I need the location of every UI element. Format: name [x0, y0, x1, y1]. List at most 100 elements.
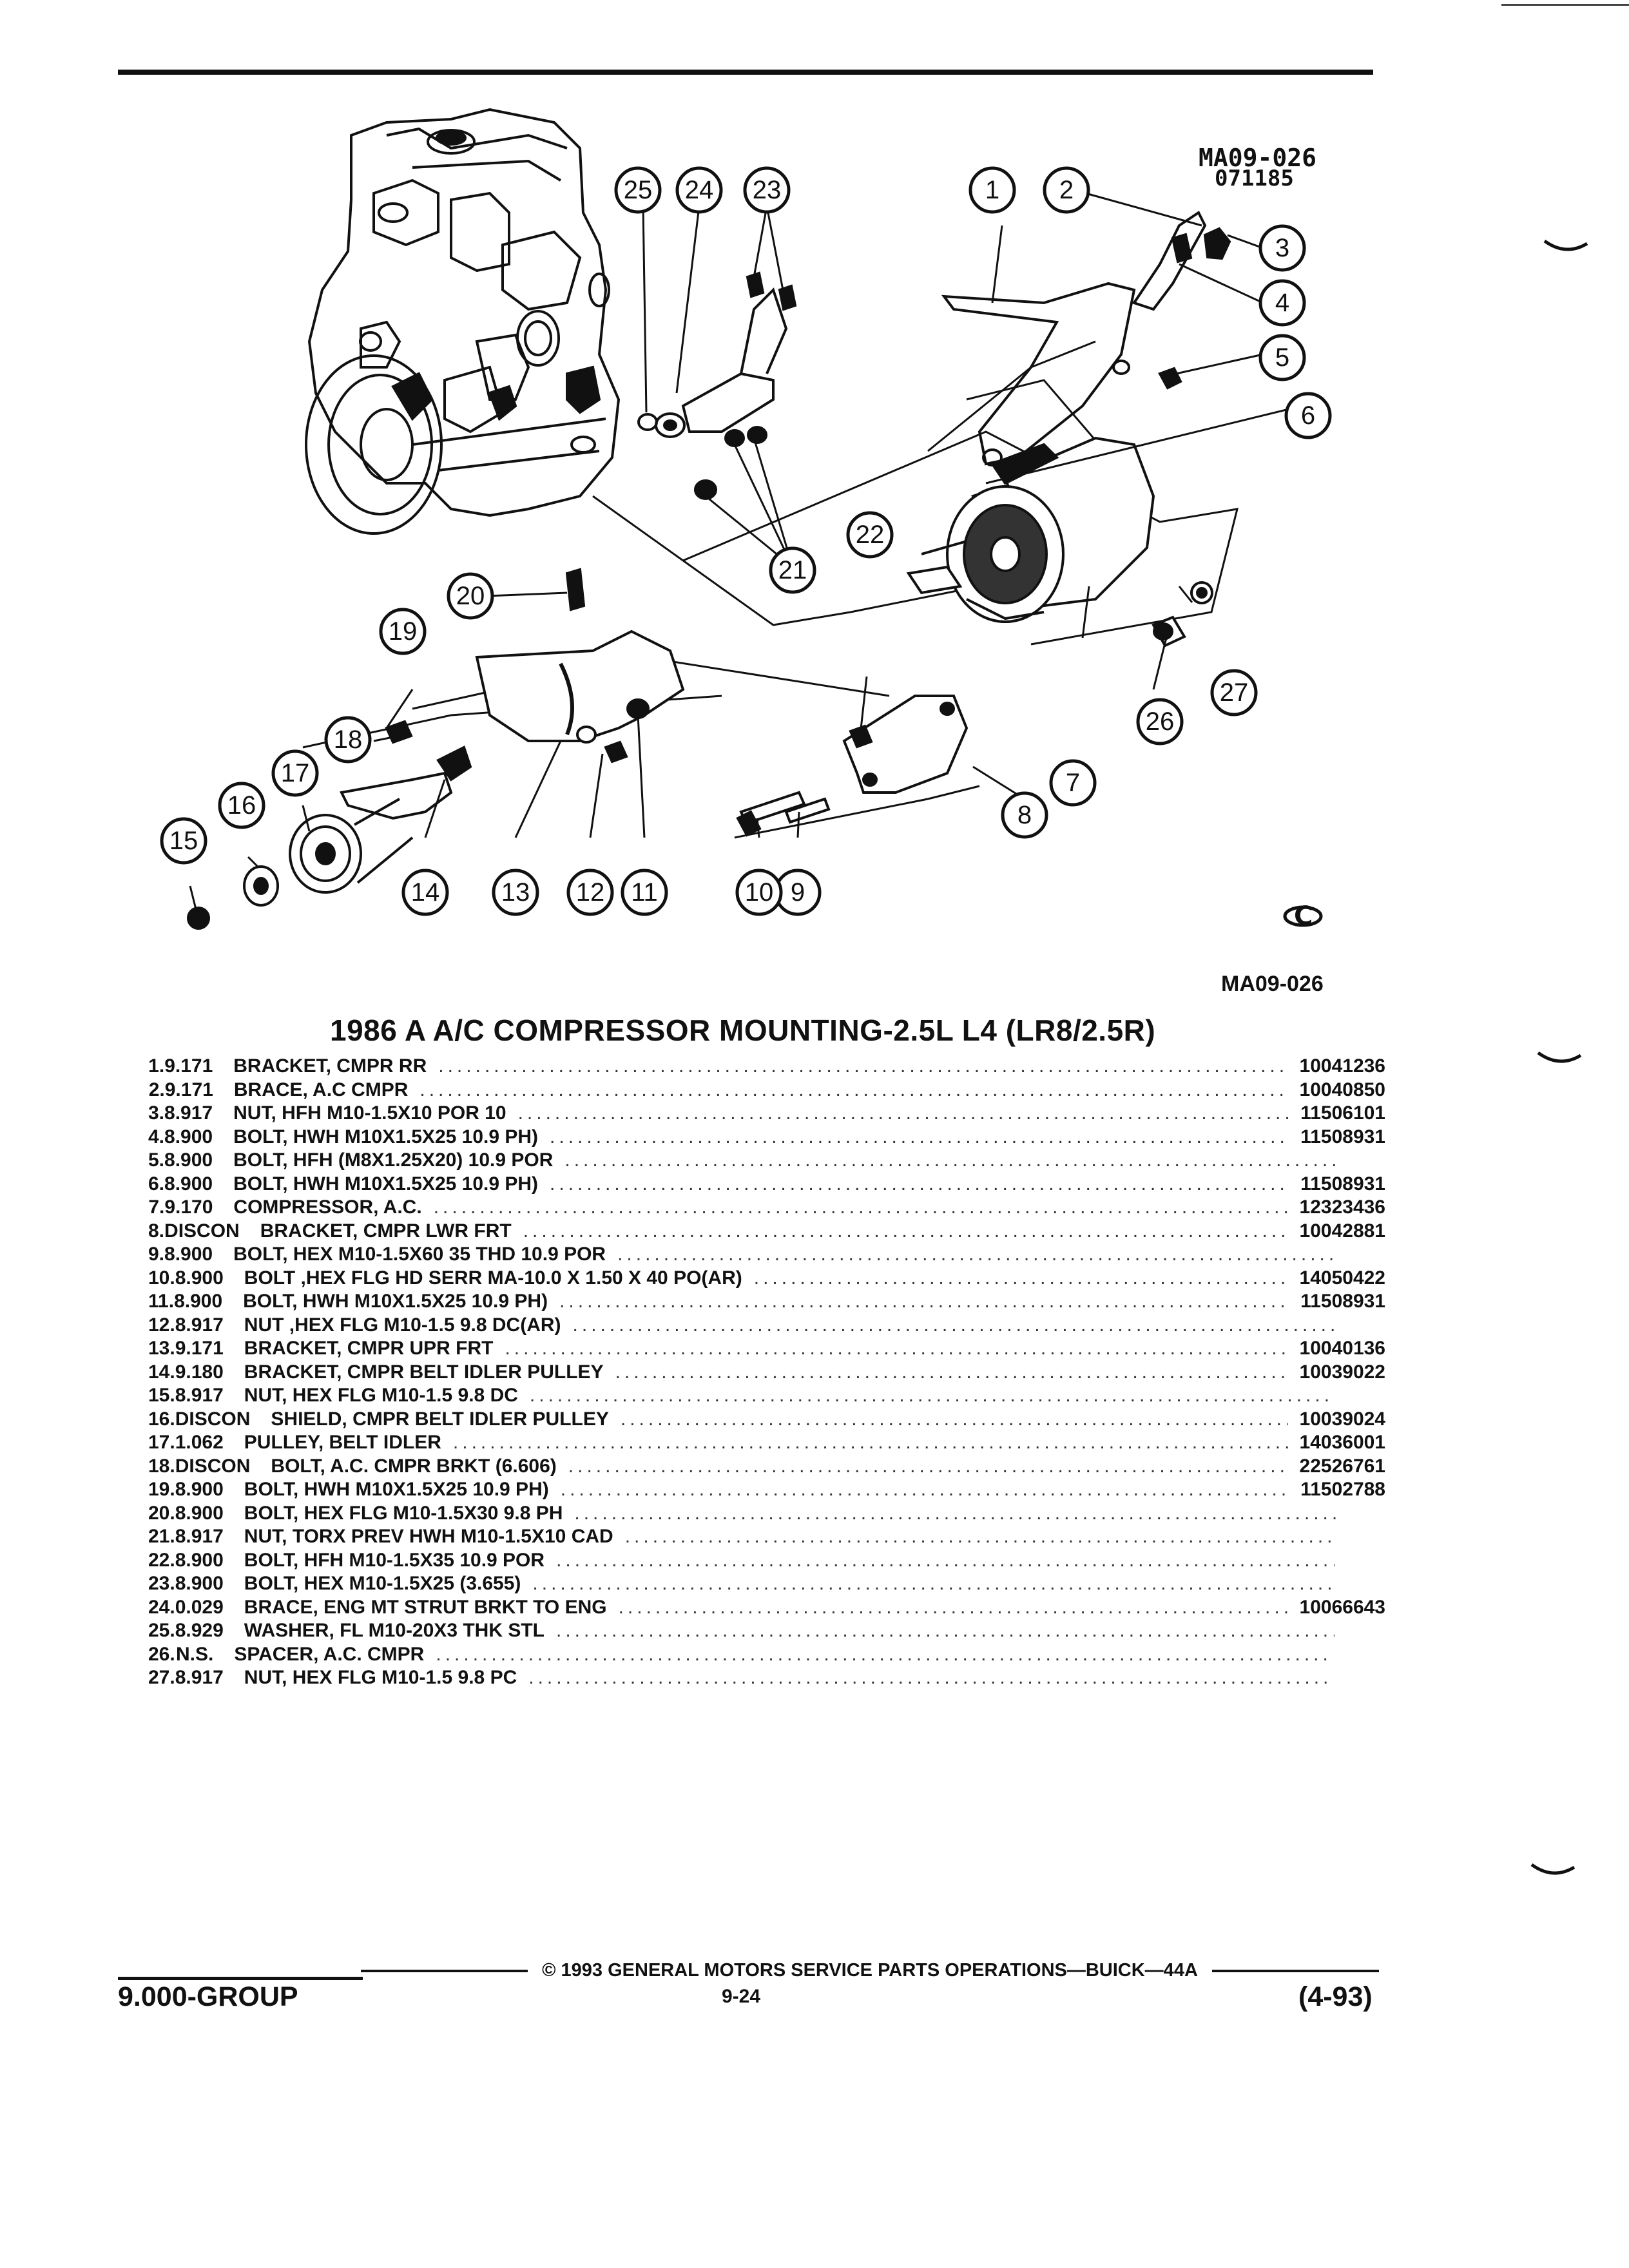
part-ref-number: 4.: [148, 1126, 165, 1148]
callout-label: 15: [169, 827, 198, 855]
part-description: BOLT, A.C. CMPR BRKT (6.606): [271, 1455, 557, 1477]
part-description: NUT, TORX PREV HWH M10-1.5X10 CAD: [244, 1526, 613, 1547]
callout-circle: [621, 869, 668, 916]
leader-dots: [528, 1667, 1333, 1689]
part-description: BOLT ,HEX FLG HD SERR MA-10.0 X 1.50 X 4…: [244, 1267, 742, 1289]
part-ref-number: 18.: [148, 1455, 175, 1477]
part-number: 10041236: [1299, 1055, 1385, 1077]
part-description: NUT, HEX FLG M10-1.5 9.8 PC: [244, 1667, 517, 1688]
leader-dots: [625, 1526, 1338, 1548]
part-ref-number: 15.: [148, 1385, 175, 1406]
part-description: BOLT, HWH M10X1.5X25 10.9 PH): [233, 1126, 539, 1148]
part-group-number: 8.900: [164, 1149, 213, 1171]
callout-label: 19: [389, 617, 418, 646]
corner-rule: [1501, 4, 1629, 6]
callout-circle: [1258, 334, 1306, 381]
part-ref-number: 7.: [148, 1196, 165, 1218]
part-group-number: 8.900: [164, 1173, 213, 1195]
header-rule: [118, 70, 1373, 75]
callout-label: 18: [334, 726, 363, 754]
part-number: 10042881: [1299, 1220, 1385, 1242]
part-ref-number: 27.: [148, 1667, 175, 1688]
callout-label: 9: [791, 878, 805, 907]
callout-label: 7: [1066, 769, 1080, 797]
part-description: BOLT, HWH M10X1.5X25 10.9 PH): [243, 1291, 548, 1312]
lower-front-bracket: [736, 695, 969, 837]
callout-label: 11: [631, 878, 658, 907]
callout-label: 14: [411, 878, 440, 907]
callout-label: 10: [745, 878, 774, 907]
part-description: NUT, HEX FLG M10-1.5 9.8 DC: [244, 1385, 518, 1406]
part-description: COMPRESSOR, A.C.: [233, 1196, 422, 1218]
footer-left-rule: [118, 1977, 363, 1980]
callout-circle: [769, 546, 816, 594]
leader-dots: [434, 1196, 1288, 1218]
part-description: BOLT, HEX FLG M10-1.5X30 9.8 PH: [244, 1502, 563, 1524]
callout-circle: [846, 511, 894, 559]
leader-dots: [530, 1385, 1334, 1407]
part-number: 11506101: [1300, 1102, 1385, 1124]
part-group-number: 8.900: [175, 1549, 224, 1571]
part-description: BRACE, A.C CMPR: [233, 1079, 409, 1100]
part-group-number: 8.929: [175, 1620, 224, 1641]
callout-label: 23: [753, 176, 782, 204]
part-group-number: 8.917: [175, 1314, 224, 1336]
part-description: BOLT, HFH M10-1.5X35 10.9 POR: [244, 1549, 545, 1571]
callout-label: 4: [1275, 289, 1289, 317]
part-number: 11508931: [1300, 1126, 1385, 1148]
callout-circle: [735, 869, 783, 916]
part-group-number: DISCON: [175, 1408, 251, 1430]
part-ref-number: 2.: [148, 1079, 165, 1100]
leader-dots: [573, 1314, 1336, 1336]
leader-dots: [561, 1479, 1289, 1501]
part-group-number: 9.180: [175, 1361, 224, 1383]
part-group-number: 8.917: [175, 1385, 224, 1406]
part-ref-number: 20.: [148, 1502, 175, 1524]
callout-label: 24: [685, 176, 714, 204]
part-number: 14036001: [1299, 1432, 1385, 1453]
part-number: 11508931: [1300, 1291, 1385, 1312]
leader-dots: [518, 1102, 1289, 1124]
callout-circle: [1001, 791, 1048, 839]
callout-label: 8: [1017, 801, 1032, 829]
part-description: BRACKET, CMPR UPR FRT: [244, 1338, 494, 1359]
part-description: BOLT, HWH M10X1.5X25 10.9 PH): [233, 1173, 539, 1195]
part-number: 11502788: [1300, 1479, 1385, 1500]
compressor-illustration: [906, 436, 1155, 623]
callout-circle: [271, 749, 319, 797]
part-group-number: 8.900: [175, 1573, 224, 1594]
part-group-number: DISCON: [164, 1220, 240, 1242]
part-ref-number: 10.: [148, 1267, 175, 1289]
part-group-number: N.S.: [175, 1643, 214, 1665]
part-group-number: 8.900: [164, 1244, 213, 1265]
part-group-number: 8.917: [175, 1526, 224, 1547]
callout-label: 26: [1146, 707, 1175, 736]
callout-circle: [1136, 698, 1184, 745]
part-description: NUT ,HEX FLG M10-1.5 9.8 DC(AR): [244, 1314, 561, 1336]
callout-circle: [1258, 224, 1306, 272]
part-ref-number: 23.: [148, 1573, 175, 1594]
part-ref-number: 8.: [148, 1220, 165, 1242]
callout-circle: [566, 869, 614, 916]
part-ref-number: 22.: [148, 1549, 175, 1571]
callout-circle: [1284, 392, 1332, 439]
leader-dots: [615, 1361, 1288, 1383]
part-group-number: 0.029: [175, 1596, 224, 1618]
footer-copyright-bar: © 1993 GENERAL MOTORS SERVICE PARTS OPER…: [361, 1960, 1379, 1981]
part-ref-number: 5.: [148, 1149, 165, 1171]
leader-dots: [550, 1173, 1289, 1195]
part-group-number: DISCON: [175, 1455, 251, 1477]
callout-label: 22: [856, 521, 885, 549]
part-group-number: 8.917: [175, 1667, 224, 1688]
